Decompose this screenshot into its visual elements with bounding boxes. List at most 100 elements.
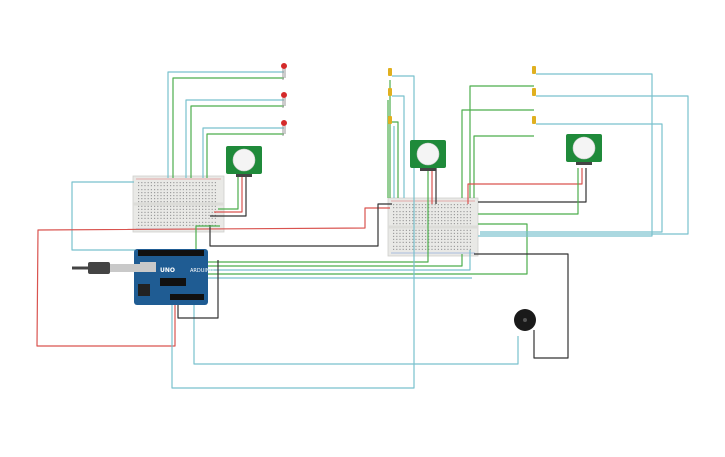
breadboard-hole[interactable]: [421, 204, 423, 206]
breadboard-hole[interactable]: [415, 217, 417, 219]
breadboard-hole[interactable]: [466, 211, 468, 213]
breadboard-hole[interactable]: [421, 207, 423, 209]
breadboard-hole[interactable]: [418, 207, 420, 209]
wire-led2-green[interactable]: [190, 105, 284, 178]
breadboard-hole[interactable]: [418, 223, 420, 225]
breadboard-hole[interactable]: [415, 223, 417, 225]
breadboard-hole[interactable]: [166, 217, 168, 219]
breadboard-hole[interactable]: [179, 195, 181, 197]
breadboard-hole[interactable]: [182, 185, 184, 187]
wire-right-led1-blue[interactable]: [478, 73, 653, 237]
wire-mid-led3-green[interactable]: [392, 121, 399, 198]
breadboard-hole[interactable]: [154, 217, 156, 219]
breadboard-hole[interactable]: [460, 232, 462, 234]
breadboard-hole[interactable]: [393, 248, 395, 250]
breadboard-hole[interactable]: [418, 232, 420, 234]
breadboard-hole[interactable]: [399, 235, 401, 237]
breadboard-hole[interactable]: [205, 189, 207, 191]
breadboard-hole[interactable]: [144, 189, 146, 191]
breadboard-hole[interactable]: [453, 207, 455, 209]
breadboard-hole[interactable]: [418, 214, 420, 216]
breadboard-hole[interactable]: [179, 185, 181, 187]
breadboard-hole[interactable]: [157, 195, 159, 197]
breadboard-hole[interactable]: [431, 238, 433, 240]
breadboard-hole[interactable]: [412, 232, 414, 234]
breadboard-hole[interactable]: [198, 198, 200, 200]
breadboard-hole[interactable]: [163, 192, 165, 194]
breadboard-hole[interactable]: [150, 208, 152, 210]
breadboard-hole[interactable]: [434, 214, 436, 216]
breadboard-hole[interactable]: [431, 235, 433, 237]
breadboard-hole[interactable]: [170, 217, 172, 219]
breadboard-hole[interactable]: [399, 207, 401, 209]
breadboard-hole[interactable]: [150, 211, 152, 213]
breadboard-hole[interactable]: [405, 207, 407, 209]
breadboard-hole[interactable]: [189, 192, 191, 194]
breadboard-hole[interactable]: [434, 217, 436, 219]
breadboard-hole[interactable]: [463, 211, 465, 213]
breadboard-hole[interactable]: [418, 238, 420, 240]
breadboard-hole[interactable]: [437, 223, 439, 225]
breadboard-hole[interactable]: [399, 217, 401, 219]
breadboard-hole[interactable]: [393, 204, 395, 206]
breadboard-hole[interactable]: [393, 223, 395, 225]
breadboard-hole[interactable]: [441, 223, 443, 225]
breadboard-hole[interactable]: [144, 182, 146, 184]
breadboard-hole[interactable]: [431, 204, 433, 206]
breadboard-hole[interactable]: [192, 182, 194, 184]
breadboard-hole[interactable]: [173, 182, 175, 184]
breadboard-hole[interactable]: [393, 229, 395, 231]
breadboard-hole[interactable]: [421, 223, 423, 225]
breadboard-hole[interactable]: [208, 185, 210, 187]
breadboard-hole[interactable]: [179, 189, 181, 191]
breadboard-hole[interactable]: [141, 224, 143, 226]
breadboard-hole[interactable]: [182, 182, 184, 184]
breadboard-hole[interactable]: [170, 198, 172, 200]
breadboard-hole[interactable]: [396, 207, 398, 209]
breadboard-hole[interactable]: [202, 182, 204, 184]
wire-led1-blue[interactable]: [167, 71, 284, 178]
breadboard-hole[interactable]: [434, 238, 436, 240]
breadboard-hole[interactable]: [166, 208, 168, 210]
breadboard-hole[interactable]: [447, 204, 449, 206]
breadboard-hole[interactable]: [157, 189, 159, 191]
breadboard-hole[interactable]: [166, 224, 168, 226]
breadboard-hole[interactable]: [415, 204, 417, 206]
breadboard-hole[interactable]: [173, 189, 175, 191]
breadboard-hole[interactable]: [154, 211, 156, 213]
breadboard-hole[interactable]: [189, 195, 191, 197]
breadboard-hole[interactable]: [463, 235, 465, 237]
breadboard-hole[interactable]: [192, 224, 194, 226]
breadboard-hole[interactable]: [402, 204, 404, 206]
breadboard-hole[interactable]: [434, 229, 436, 231]
breadboard-hole[interactable]: [431, 214, 433, 216]
breadboard-hole[interactable]: [202, 201, 204, 203]
breadboard-hole[interactable]: [147, 205, 149, 207]
breadboard-hole[interactable]: [399, 248, 401, 250]
breadboard-hole[interactable]: [415, 220, 417, 222]
breadboard-hole[interactable]: [205, 198, 207, 200]
breadboard-hole[interactable]: [421, 229, 423, 231]
breadboard-hole[interactable]: [208, 189, 210, 191]
breadboard-hole[interactable]: [160, 189, 162, 191]
breadboard-hole[interactable]: [469, 232, 471, 234]
breadboard-hole[interactable]: [453, 229, 455, 231]
breadboard-hole[interactable]: [205, 182, 207, 184]
breadboard-hole[interactable]: [469, 220, 471, 222]
breadboard-hole[interactable]: [434, 248, 436, 250]
breadboard-hole[interactable]: [460, 211, 462, 213]
breadboard-hole[interactable]: [166, 182, 168, 184]
breadboard-hole[interactable]: [399, 223, 401, 225]
breadboard-hole[interactable]: [393, 238, 395, 240]
breadboard-hole[interactable]: [163, 208, 165, 210]
breadboard-hole[interactable]: [211, 192, 213, 194]
breadboard-hole[interactable]: [453, 241, 455, 243]
breadboard-hole[interactable]: [402, 229, 404, 231]
breadboard-hole[interactable]: [428, 223, 430, 225]
breadboard-hole[interactable]: [166, 214, 168, 216]
breadboard-hole[interactable]: [144, 221, 146, 223]
breadboard-hole[interactable]: [466, 248, 468, 250]
breadboard-hole[interactable]: [428, 235, 430, 237]
breadboard-hole[interactable]: [457, 214, 459, 216]
breadboard-hole[interactable]: [402, 248, 404, 250]
